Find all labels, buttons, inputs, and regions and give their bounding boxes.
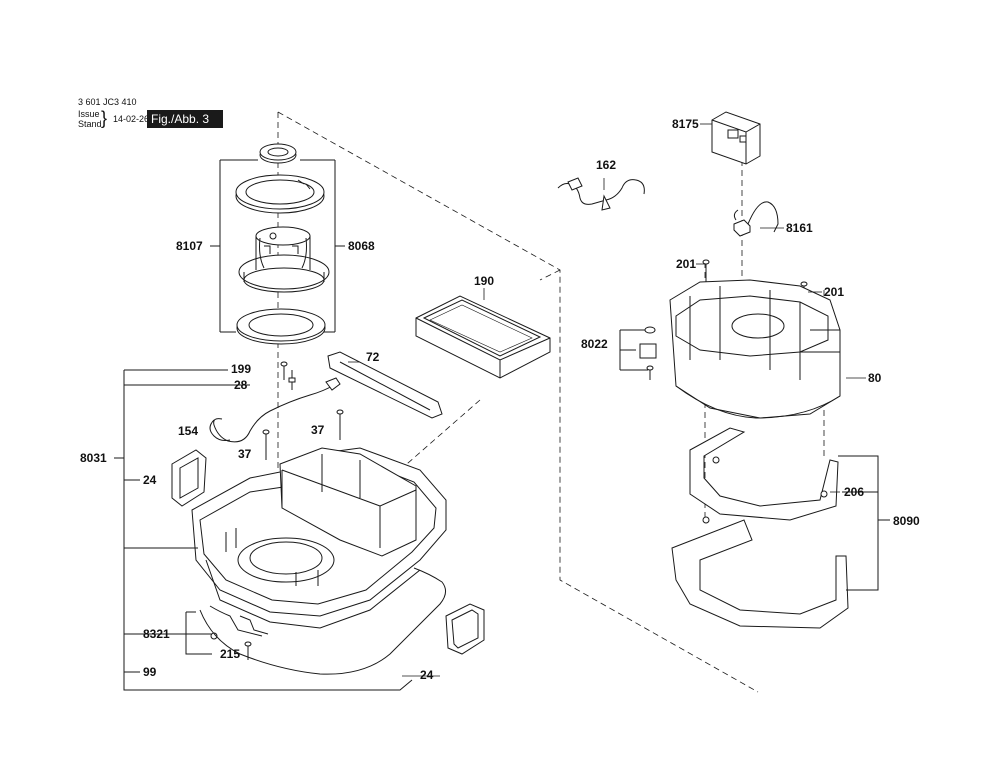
callout-28: 28	[234, 378, 248, 392]
callout-72: 72	[366, 350, 380, 364]
figure-label: Fig./Abb. 3	[147, 110, 223, 128]
seal-ring-lower	[236, 308, 326, 345]
stand-label: Stand	[78, 119, 102, 129]
frame-8090	[689, 427, 839, 524]
cover-24-lower	[445, 603, 485, 655]
callout-8175: 8175	[672, 117, 699, 131]
module-8175	[711, 111, 761, 165]
callout-8090: 8090	[893, 514, 920, 528]
callout-199: 199	[231, 362, 252, 376]
bracket-8107-8068	[210, 159, 345, 333]
cable-162	[557, 177, 645, 211]
rail-72	[327, 351, 443, 419]
motor-8107	[238, 226, 330, 293]
top-shell-80	[669, 279, 841, 419]
bracket-8090	[838, 455, 890, 591]
screws-37	[262, 409, 344, 460]
leader-lines	[348, 123, 866, 677]
screws-199-28	[280, 361, 296, 390]
callout-206: 206	[844, 485, 865, 499]
callout-162: 162	[596, 158, 617, 172]
callout-8031: 8031	[80, 451, 107, 465]
seal-99	[199, 567, 446, 675]
issue-label: Issue	[78, 109, 100, 119]
callout-8161: 8161	[786, 221, 813, 235]
switch-8161	[733, 201, 779, 237]
bracket-8321	[185, 611, 214, 655]
parts-8022	[619, 326, 657, 380]
callout-80: 80	[868, 371, 882, 385]
callout-8068: 8068	[348, 239, 375, 253]
callout-37-lower: 37	[238, 447, 252, 461]
part-number: 3 601 JC3 410	[78, 97, 137, 107]
filter-190	[415, 295, 551, 379]
bracket-8031	[114, 369, 413, 691]
brace-icon: }	[101, 108, 108, 128]
callout-24-lower: 24	[420, 668, 434, 682]
seal-ring-top	[259, 143, 297, 164]
callout-24-upper: 24	[143, 473, 157, 487]
callout-190: 190	[474, 274, 495, 288]
issue-date: 14-02-26	[113, 114, 150, 124]
callout-8321: 8321	[143, 627, 170, 641]
latch-8321	[209, 605, 269, 660]
callout-99: 99	[143, 665, 157, 679]
callout-201-right: 201	[824, 285, 845, 299]
housing-8031	[191, 447, 447, 629]
callout-154: 154	[178, 424, 199, 438]
callout-37-upper: 37	[311, 423, 325, 437]
bumper-8090	[671, 519, 849, 629]
callout-8107: 8107	[176, 239, 203, 253]
callout-215: 215	[220, 647, 241, 661]
cover-24-upper	[171, 449, 207, 507]
motor-mount-ring	[235, 174, 325, 214]
callout-8022: 8022	[581, 337, 608, 351]
cable-154	[209, 377, 341, 443]
callout-201-left: 201	[676, 257, 697, 271]
